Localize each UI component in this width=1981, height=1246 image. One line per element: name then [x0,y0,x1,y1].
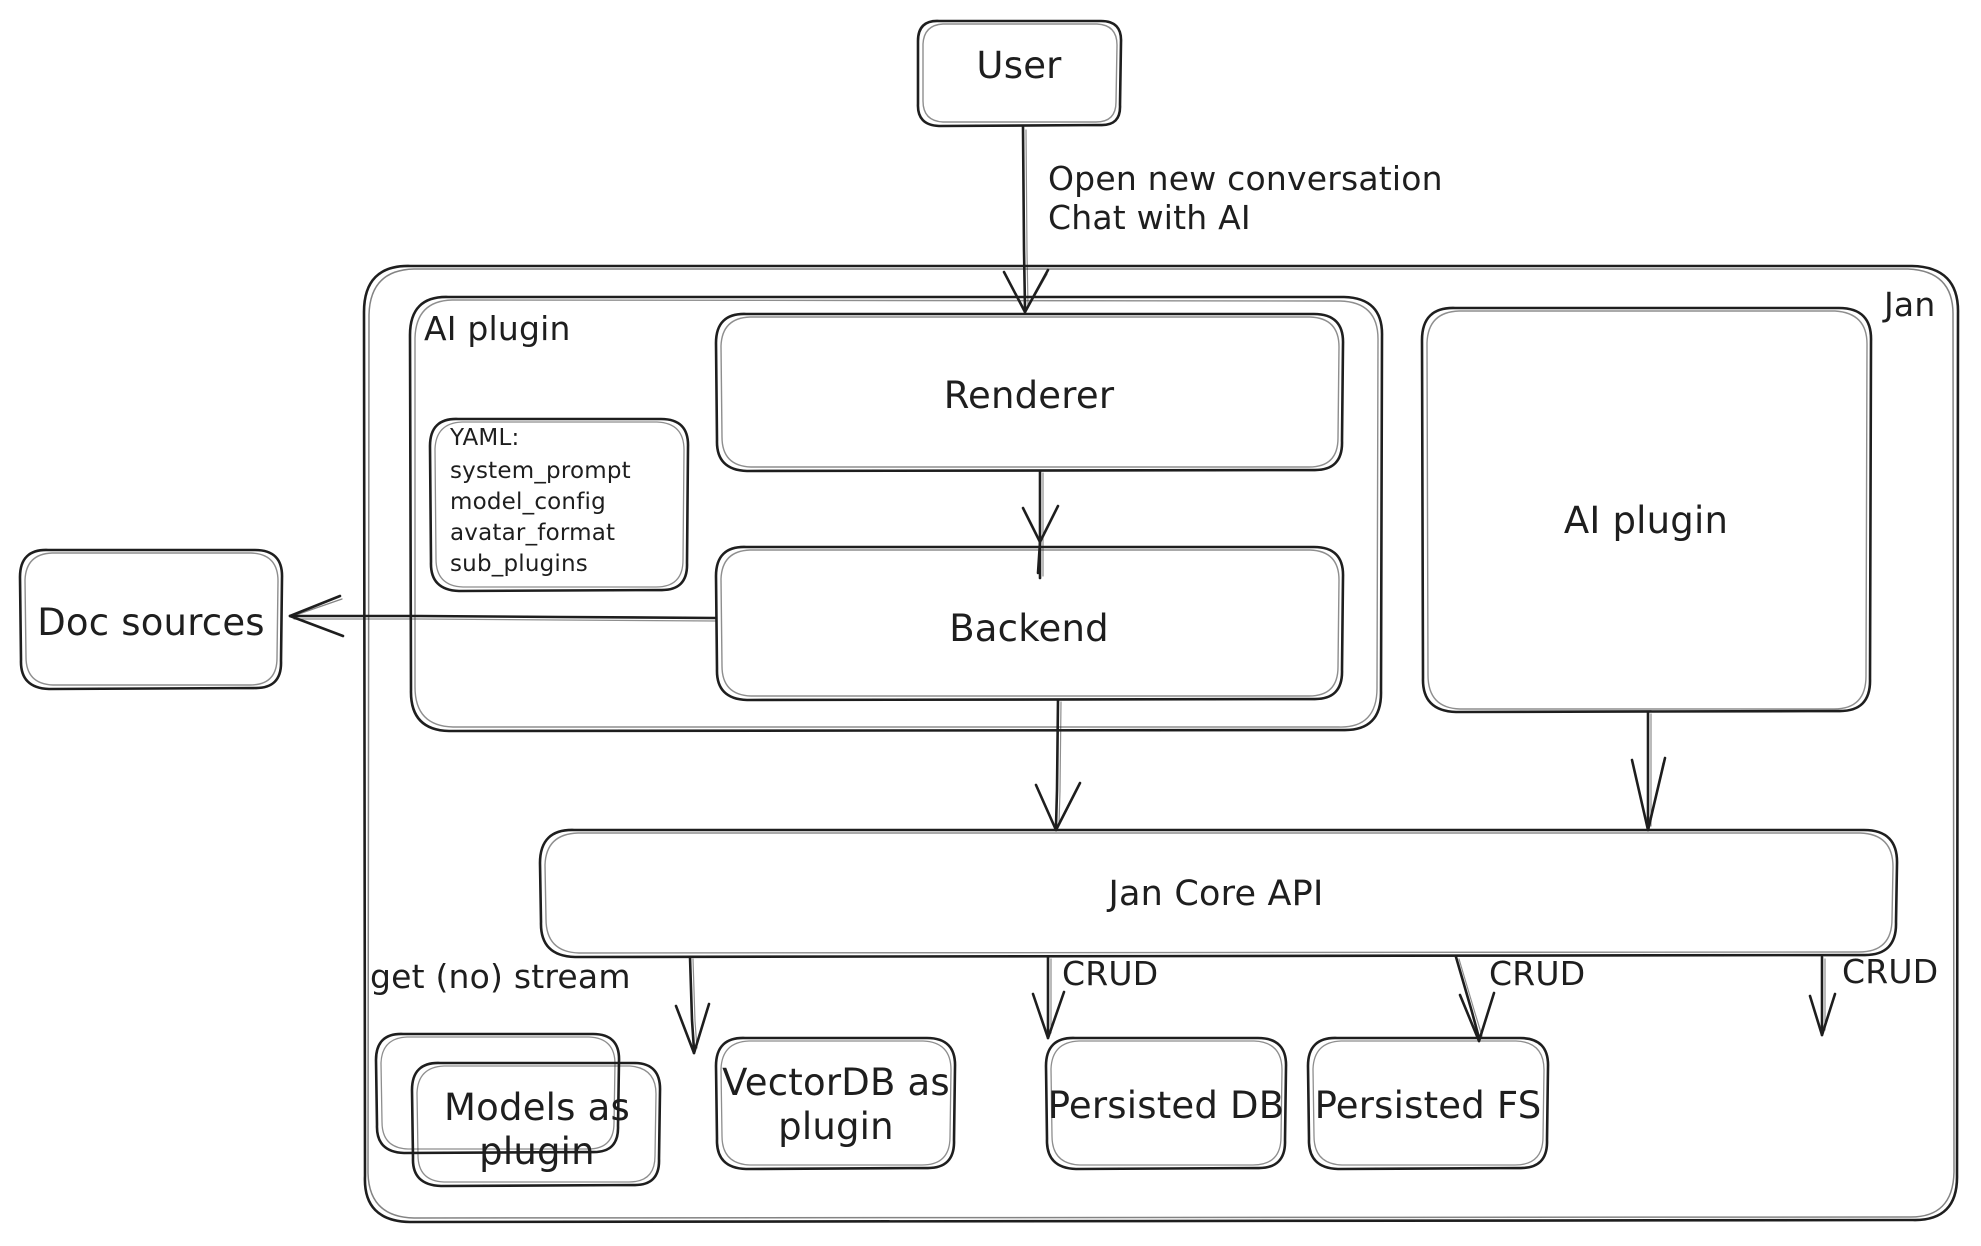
edge-renderer-to-backend [1021,469,1060,580]
node-renderer[interactable] [714,312,1345,473]
edge-backend-to-core [1034,698,1082,832]
node-backend[interactable] [714,545,1345,702]
edge-core-to-persisted-fs [1808,955,1837,1037]
container-jan [362,264,1960,1224]
node-doc-sources[interactable] [18,548,284,691]
edge-backend-to-doc-sources [288,594,718,638]
card-yaml [428,417,690,593]
node-user[interactable] [916,19,1123,128]
node-persisted-fs[interactable] [1306,1036,1550,1171]
container-ai-plugin-group [408,295,1384,733]
node-persisted-db[interactable] [1044,1036,1288,1171]
node-ai-plugin-right[interactable] [1420,306,1873,714]
edge-core-to-persisted-db [1454,955,1496,1043]
node-jan-core-api[interactable] [538,828,1899,959]
edge-core-to-vectordb [1031,955,1066,1040]
node-vectordb-plugin[interactable] [714,1036,957,1171]
edge-ai-plugin-to-core [1630,710,1667,832]
node-models-plugin-ghost [374,1032,621,1155]
edge-core-to-models [674,955,711,1055]
node-models-plugin[interactable] [410,1061,662,1188]
edge-user-to-renderer [1002,125,1050,314]
